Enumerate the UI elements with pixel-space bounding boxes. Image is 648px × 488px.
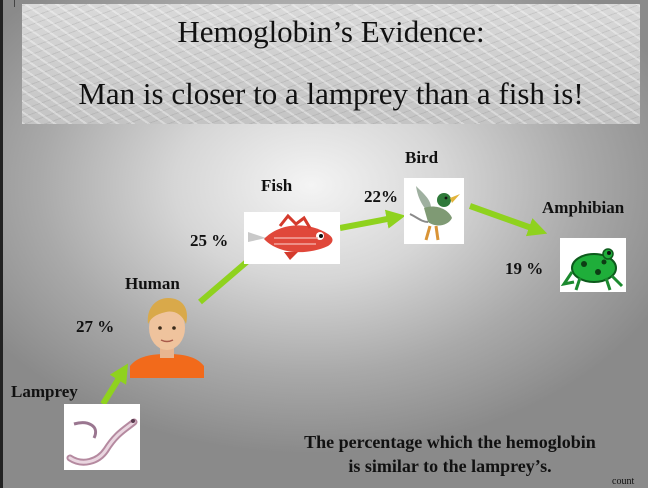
human-image	[130, 294, 204, 378]
human-percent: 27 %	[76, 317, 115, 336]
bird-label: Bird	[405, 148, 439, 167]
slide-corner-mark	[14, 0, 15, 7]
fish-label: Fish	[261, 176, 293, 195]
fish-percent: 25 %	[190, 231, 229, 250]
slide-left-border	[0, 0, 3, 488]
title-banner: Hemoglobin’s Evidence: Man is closer to …	[22, 4, 640, 124]
lamprey-label: Lamprey	[11, 382, 78, 401]
caption-line1: The percentage which the hemoglobin	[304, 432, 596, 452]
fish-image	[244, 212, 340, 264]
title-subheading: Man is closer to a lamprey than a fish i…	[78, 76, 584, 111]
amphibian-image	[560, 238, 626, 292]
caption-line2: is similar to the lamprey’s.	[348, 456, 552, 476]
amphibian-percent: 19 %	[505, 259, 544, 278]
footnote: count	[612, 476, 635, 487]
title-heading: Hemoglobin’s Evidence:	[177, 14, 485, 49]
arrow-fish-to-bird	[339, 209, 406, 231]
caption: The percentage which the hemoglobin is s…	[230, 430, 648, 478]
arrow-bird-to-amphibian	[468, 203, 548, 237]
human-label: Human	[125, 274, 180, 293]
bird-image	[404, 178, 464, 244]
amphibian-label: Amphibian	[542, 198, 625, 217]
bird-percent: 22%	[364, 187, 398, 206]
lamprey-image	[64, 404, 140, 470]
arrow-lamprey-to-human	[100, 363, 129, 406]
